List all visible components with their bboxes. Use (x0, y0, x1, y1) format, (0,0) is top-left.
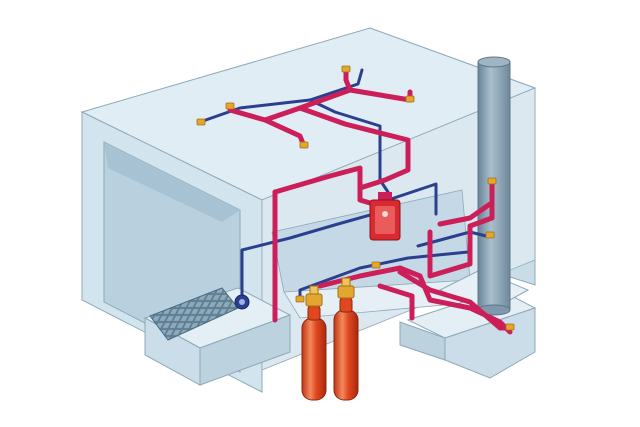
detector-center (239, 299, 245, 305)
fire-control-panel (369, 192, 401, 241)
cylinder-1-neck (307, 305, 321, 321)
nozzle-7 (485, 231, 495, 239)
nozzle-3 (341, 65, 351, 73)
pipe-right-cross (437, 201, 493, 227)
pipe-roof-left (343, 69, 353, 93)
pipe-lower-branch (377, 283, 415, 321)
cylinder-1 (301, 285, 327, 401)
pipe-bottom-right (397, 269, 513, 331)
detection-line-left (240, 208, 390, 302)
pipe-riser (297, 105, 411, 191)
discharge-pipes (227, 69, 513, 335)
panel-face (375, 206, 395, 234)
heat-detector (234, 294, 250, 310)
cylinder-2-body (333, 309, 359, 401)
cylinder-1-valve (305, 293, 323, 307)
nozzle-8 (505, 323, 515, 331)
nozzle-1 (196, 118, 206, 126)
nozzle-6 (487, 177, 497, 185)
nozzle-4 (405, 95, 415, 103)
cylinder-2-valve (337, 285, 355, 299)
opening-inner-shade (104, 142, 240, 222)
nozzle-10 (371, 261, 381, 269)
cylinder-2 (333, 277, 359, 401)
cylinder-2-handle (341, 277, 351, 287)
cylinder-1-handle (309, 285, 319, 295)
agent-cylinders (301, 277, 359, 401)
detection-line-roof-branch (308, 98, 390, 194)
front-platform-side (199, 314, 291, 386)
detection-line-right (386, 182, 438, 216)
cylinder-2-neck (339, 297, 353, 313)
panel-indicator (382, 211, 388, 217)
pipe-right-riser (427, 179, 495, 279)
nozzle-9 (295, 295, 305, 303)
cylinder-1-body (301, 317, 327, 401)
pipe-mid-loop (272, 165, 383, 209)
panel-bracket (378, 192, 392, 202)
nozzle-5 (299, 141, 309, 149)
nozzles (196, 65, 515, 331)
nozzle-2 (225, 102, 235, 110)
stack-top (477, 56, 511, 68)
right-platform-step (399, 321, 446, 361)
